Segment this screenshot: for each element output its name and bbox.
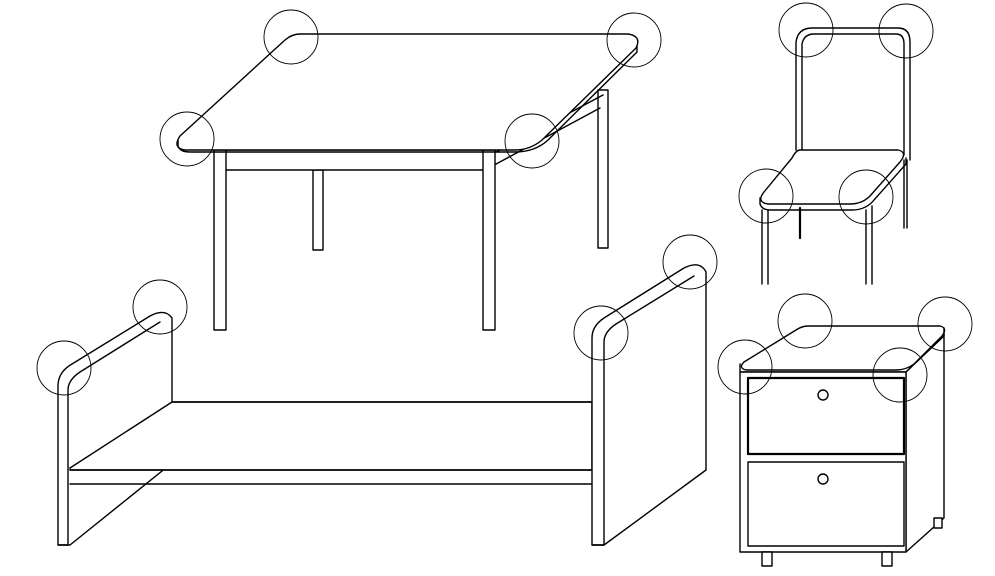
- table-corner-highlight-front-left: [159, 111, 215, 167]
- table-corner-highlight-back-left: [263, 9, 319, 65]
- nightstand: [717, 293, 973, 567]
- chair-corner-highlight-back-left: [778, 2, 834, 58]
- nightstand-drawer-bottom: [747, 461, 905, 547]
- table-front-leg-left: [213, 149, 227, 331]
- nightstand-foot-right: [881, 551, 893, 567]
- bed-corner-highlight-foot-back: [662, 234, 718, 290]
- bed-corner-highlight-foot-front: [573, 305, 629, 361]
- nightstand-corner-highlight-front-right: [872, 347, 928, 403]
- nightstand-top: [739, 325, 946, 373]
- chair-backrest: [795, 27, 911, 161]
- nightstand-foot-left: [761, 551, 773, 567]
- nightstand-corner-highlight-back-left: [777, 293, 833, 349]
- table: [159, 9, 662, 331]
- table-far-leg-left: [312, 169, 324, 251]
- drawer-knob-top: [817, 389, 829, 401]
- table-front-leg-right: [482, 149, 496, 331]
- table-far-leg-right: [597, 89, 609, 249]
- bed-headboard-left: [57, 311, 173, 546]
- bed-corner-highlight-head-back: [132, 279, 188, 335]
- nightstand-corner-highlight-front-left: [717, 339, 773, 395]
- chair-seat: [759, 149, 907, 211]
- bed-frame: [69, 401, 593, 485]
- nightstand-corner-highlight-back-right: [917, 296, 973, 352]
- table-corner-highlight-front-right: [504, 113, 560, 169]
- chair-corner-highlight-seat-left: [738, 168, 794, 224]
- nightstand-foot-back: [933, 517, 943, 529]
- chair-corner-highlight-seat-right: [838, 169, 894, 225]
- chair-corner-highlight-back-right: [878, 3, 934, 59]
- table-top: [176, 33, 639, 153]
- chair: [738, 2, 934, 285]
- table-corner-highlight-back-right: [606, 12, 662, 68]
- bed-footboard-right: [591, 264, 707, 546]
- nightstand-drawer-top: [746, 376, 906, 456]
- bed: [36, 234, 718, 546]
- bed-corner-highlight-head-front: [36, 340, 92, 396]
- drawer-knob-bottom: [817, 473, 829, 485]
